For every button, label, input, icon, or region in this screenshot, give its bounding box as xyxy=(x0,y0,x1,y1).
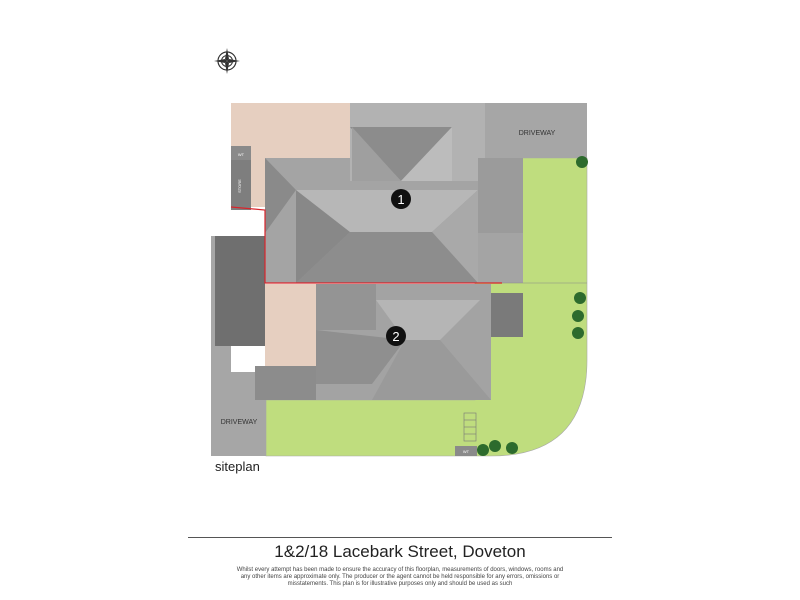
driveway-top-area xyxy=(485,103,587,158)
compass-icon xyxy=(214,48,240,74)
svg-text:1: 1 xyxy=(397,192,404,207)
disclaimer-text: Whilst every attempt has been made to en… xyxy=(236,567,564,587)
wc-bottom-label: WT xyxy=(463,449,470,454)
property-address: 1&2/18 Lacebark Street, Doveton xyxy=(274,542,526,561)
driveway-bottom-label: DRIVEWAY xyxy=(221,419,258,426)
carport-left xyxy=(215,236,265,346)
driveway-top-label: DRIVEWAY xyxy=(519,130,556,137)
svg-text:2: 2 xyxy=(392,329,399,344)
stairs xyxy=(463,412,477,442)
wc-top-label: WT xyxy=(238,152,245,157)
store-label: STORE xyxy=(237,179,242,193)
wc-top-room xyxy=(231,146,251,160)
paving-bottom xyxy=(265,284,317,370)
footer-divider xyxy=(188,537,612,538)
unit-1-marker: 1 xyxy=(391,189,411,209)
siteplan-label: siteplan xyxy=(215,459,260,474)
unit-1-roof xyxy=(265,103,523,283)
boundary-lines xyxy=(230,206,587,284)
store-room xyxy=(231,160,251,210)
unit-2-marker: 2 xyxy=(386,326,406,346)
wc-bottom-room xyxy=(455,446,477,456)
shrub-icons xyxy=(477,156,588,456)
